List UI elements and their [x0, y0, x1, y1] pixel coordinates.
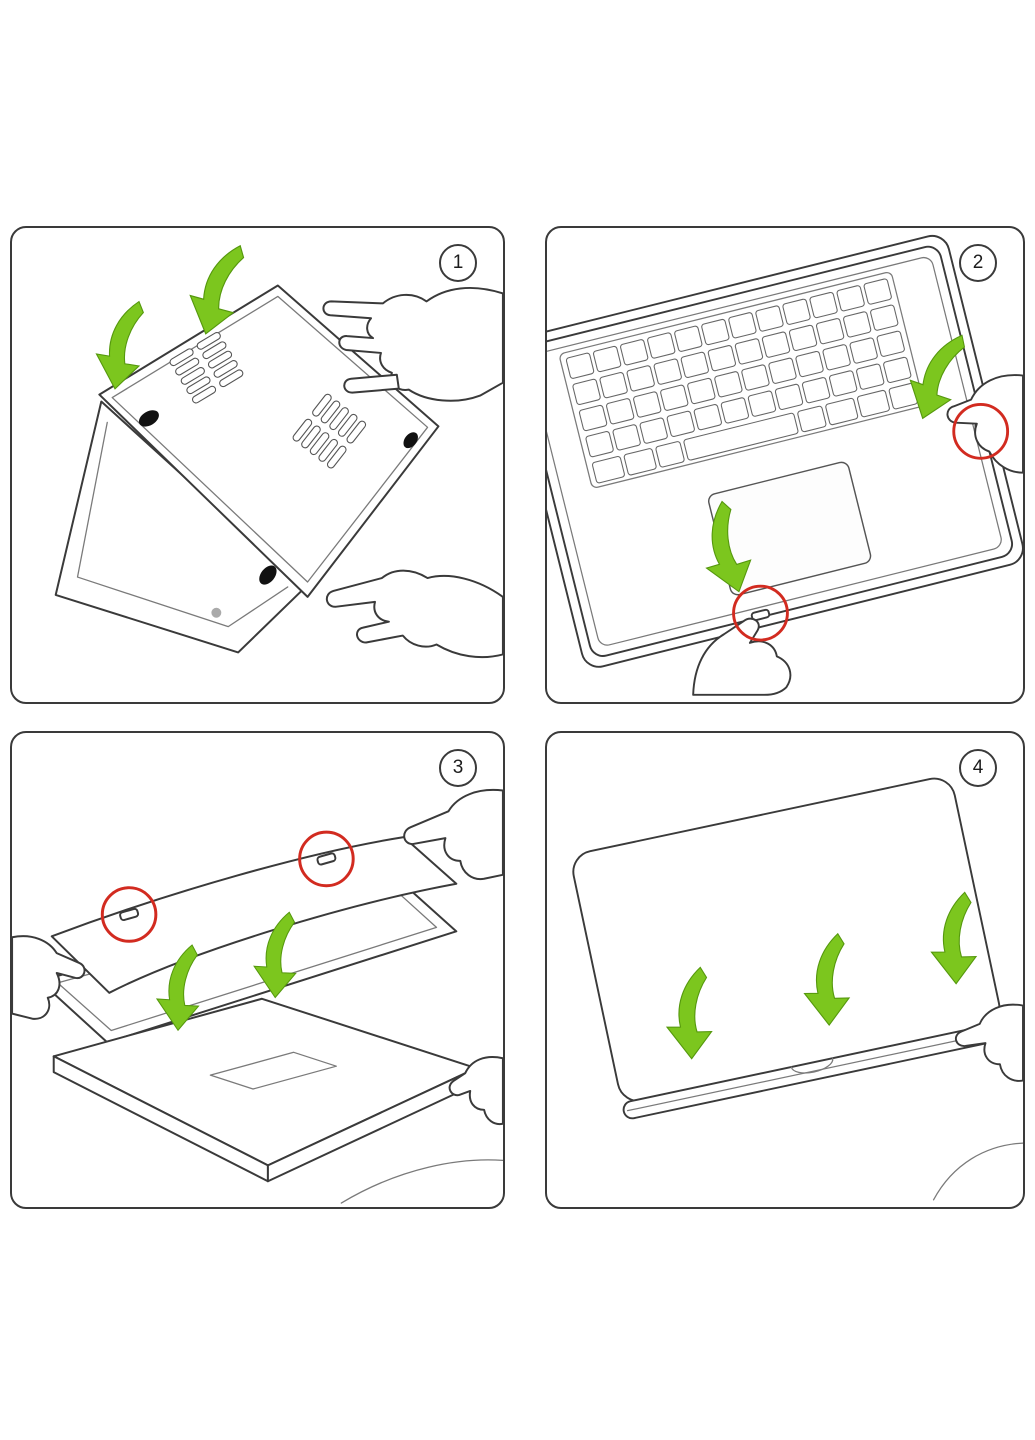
- step-number: 4: [972, 757, 984, 778]
- base-deck-drawing: [52, 997, 478, 1183]
- thumb-notch: [790, 1057, 834, 1074]
- step-1-illustration: [54, 240, 503, 659]
- step-number-badge: 4: [959, 749, 997, 787]
- hand-drawing-top-right: [403, 788, 503, 881]
- laptop-lid: [572, 777, 1001, 1102]
- step-number: 1: [452, 252, 464, 273]
- arm-line: [932, 1142, 1023, 1201]
- closed-laptop-drawing: [572, 777, 1006, 1120]
- step-panel-1: 1: [10, 226, 505, 704]
- rubber-foot: [403, 432, 418, 449]
- case-clip-tab: [119, 907, 140, 922]
- case-clip-tab: [316, 852, 337, 866]
- red-clip-circle-marker: [100, 886, 158, 943]
- step-number-badge: 2: [959, 244, 997, 282]
- step-number: 3: [452, 757, 464, 778]
- step-2-illustration: [547, 234, 1023, 696]
- hand-drawing-right: [448, 1056, 503, 1126]
- keyboard-bottom-row: [591, 382, 918, 484]
- hand-drawing-top: [322, 286, 503, 402]
- hand-drawing-bottom: [325, 569, 503, 659]
- hand-drawing-right: [954, 1003, 1023, 1082]
- hand-drawing-bottom: [692, 617, 792, 696]
- logo-dot: [211, 607, 222, 618]
- red-clip-circle-marker: [298, 830, 355, 888]
- keyboard-well: [559, 271, 924, 488]
- case-clip-tab: [750, 608, 771, 622]
- red-clip-circle-marker: [732, 584, 789, 642]
- step-panel-2: 2: [545, 226, 1025, 704]
- step-4-illustration: [572, 777, 1023, 1201]
- trackpad: [209, 1051, 337, 1090]
- step-3-illustration: [12, 788, 503, 1204]
- rubber-foot: [259, 565, 277, 585]
- arm-line: [340, 1159, 503, 1204]
- rubber-foot: [138, 410, 159, 427]
- step-number-badge: 1: [439, 244, 477, 282]
- red-clip-circle-marker: [952, 402, 1010, 460]
- step-number: 2: [972, 252, 984, 273]
- spacebar-key: [683, 412, 799, 461]
- keyboard-deck-drawing: [547, 234, 1023, 668]
- step-panel-3: 3: [10, 731, 505, 1209]
- hand-drawing-left: [12, 935, 86, 1020]
- steps-grid: 1: [10, 226, 1025, 1209]
- step-panel-4: 4: [545, 731, 1025, 1209]
- step-number-badge: 3: [439, 749, 477, 787]
